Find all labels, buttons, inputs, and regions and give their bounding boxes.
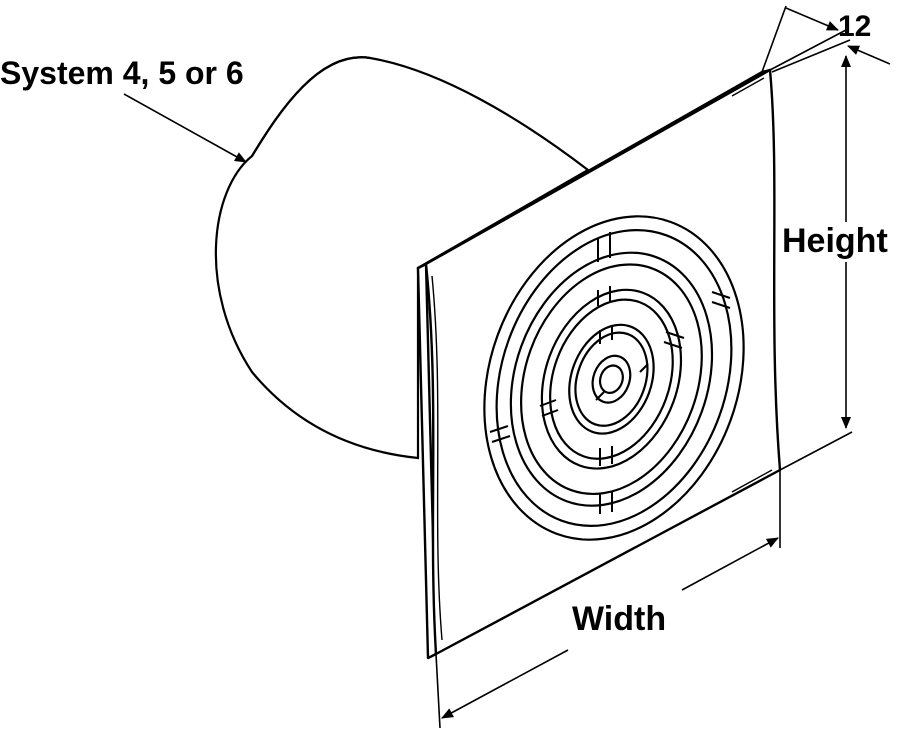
depth-label: 12 bbox=[838, 10, 871, 43]
dimension-depth bbox=[761, 5, 891, 73]
dimension-width bbox=[435, 470, 781, 729]
system-label: System 4, 5 or 6 bbox=[0, 55, 244, 91]
system-callout bbox=[123, 93, 247, 163]
dimension-height bbox=[771, 39, 853, 471]
fan-grille bbox=[483, 215, 745, 541]
height-label: Height bbox=[782, 222, 888, 260]
grille-spokes bbox=[489, 232, 731, 514]
duct-spigot bbox=[214, 56, 590, 460]
width-label: Width bbox=[572, 600, 666, 638]
